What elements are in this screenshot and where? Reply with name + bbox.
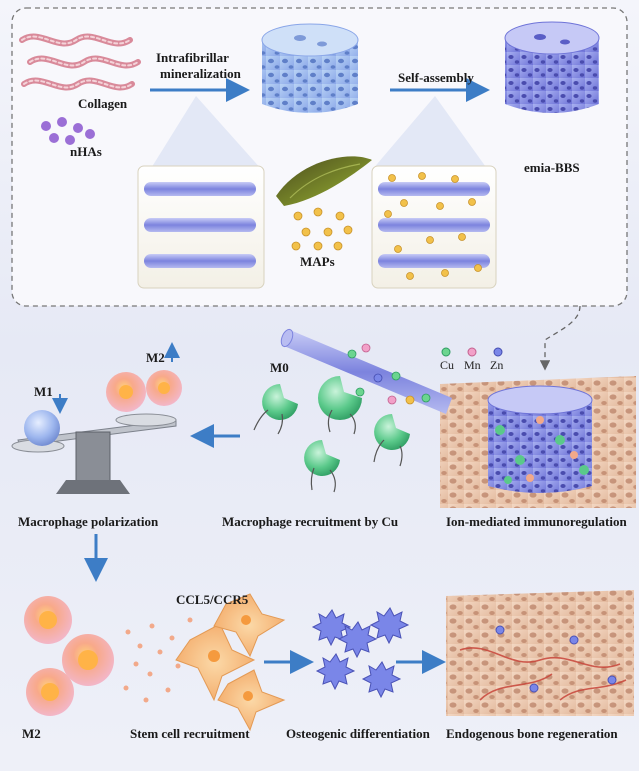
stem-recruitment-label: Stem cell recruitment (130, 726, 250, 741)
nhas-label: nHAs (70, 144, 102, 159)
zoom-beam-right (372, 96, 488, 170)
mineralized-scaffold (261, 23, 359, 113)
m2-bottom-label: M2 (22, 726, 41, 741)
ccl5-ccr5-label: CCL5/CCR5 (176, 592, 249, 607)
osteogenic-label: Osteogenic differentiation (286, 726, 430, 741)
mussel-shell (276, 156, 372, 206)
nha-particles (41, 117, 95, 145)
fibril-inset-left (137, 165, 265, 289)
ion-particles (347, 343, 431, 405)
bone-tissue-with-scaffold (440, 376, 636, 508)
m0-macrophages (253, 376, 410, 493)
mn-ion-icon (467, 347, 477, 357)
regenerated-bone (446, 590, 634, 716)
m2-top-label: M2 (146, 350, 165, 365)
stem-cells (175, 593, 286, 732)
collagen-label: Collagen (78, 96, 128, 111)
mineralization-label: mineralization (160, 66, 241, 81)
self-assembly-label: Self-assembly (398, 70, 474, 85)
polarization-label: Macrophage polarization (18, 514, 159, 529)
m0-label: M0 (270, 360, 289, 375)
connector-arrow (539, 305, 581, 371)
collagen-fibers (19, 33, 141, 91)
mineralized-fiber-tube (280, 328, 452, 414)
recruitment-label: Macrophage recruitment by Cu (222, 514, 399, 529)
maps-particles (291, 207, 353, 251)
emia-bbs-scaffold (504, 21, 600, 113)
intrafibrillar-label: Intrafibrillar (156, 50, 229, 65)
cu-ion-icon (441, 347, 451, 357)
bone-regeneration-label: Endogenous bone regeneration (446, 726, 618, 741)
fibril-inset-right (371, 165, 497, 289)
emia-bbs-label: emia-BBS (524, 160, 580, 175)
maps-label: MAPs (300, 254, 335, 269)
mn-label: Mn (464, 358, 481, 372)
zn-ion-icon (493, 347, 503, 357)
m1-label: M1 (34, 384, 53, 399)
m2-cells (24, 596, 114, 716)
osteoblast-cells (311, 607, 410, 699)
immunoregulation-label: Ion-mediated immunoregulation (446, 514, 627, 529)
zn-label: Zn (490, 358, 504, 372)
balance-scale (11, 370, 182, 494)
cytokine-dots (123, 617, 193, 703)
zoom-beam-left (150, 96, 262, 170)
cu-label: Cu (440, 358, 455, 372)
